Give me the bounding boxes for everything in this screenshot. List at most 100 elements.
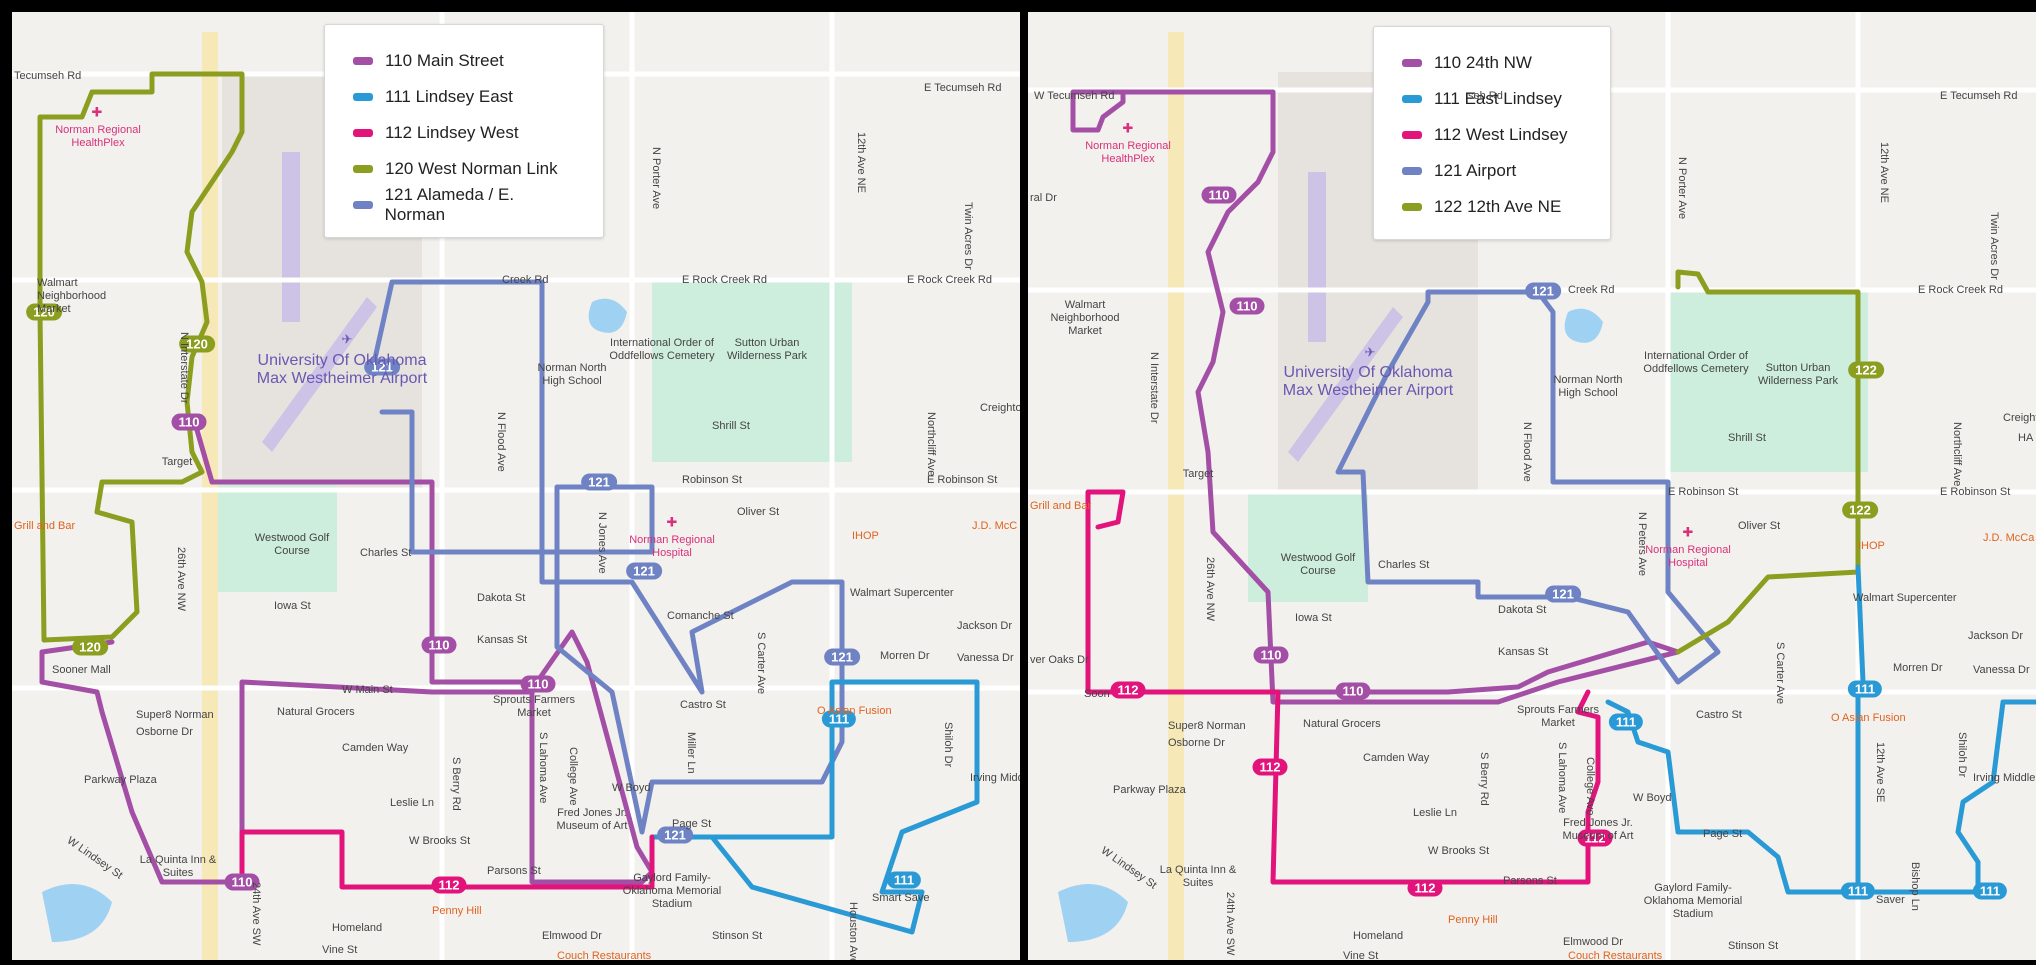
poi-label: Gaylord Family-Oklahoma Memorial Stadium (622, 872, 722, 910)
route-111-line[interactable] (1605, 564, 2036, 895)
poi-label: Norman Regional Hospital (1645, 544, 1731, 569)
route-badge[interactable]: 120 (26, 303, 62, 321)
route-badge[interactable]: 111 (1972, 882, 2008, 900)
airport-icon: ✈ (341, 331, 353, 347)
street-label: S Carter Ave (755, 632, 767, 695)
route-110-line[interactable] (1070, 89, 1681, 705)
route-badge[interactable]: 110 (421, 636, 457, 654)
route-110-line[interactable] (39, 427, 655, 885)
poi-label: Grill and Bar (14, 520, 76, 532)
route-badge[interactable]: 121 (657, 826, 693, 844)
route-badge[interactable]: 121 (626, 562, 662, 580)
street-label: N Flood Ave (495, 412, 507, 472)
route-badge[interactable]: 110 (1201, 186, 1237, 204)
legend-item: 122 12th Ave NE (1402, 189, 1582, 225)
legend-label: 121 Airport (1434, 161, 1517, 180)
street-label: Leslie Ln (390, 797, 435, 809)
street-label: Kansas St (1498, 646, 1549, 658)
route-badge[interactable]: 110 (171, 413, 207, 431)
hospital-icon: ✚ (666, 514, 678, 530)
route-badge[interactable]: 121 (364, 358, 400, 376)
route-badge[interactable]: 111 (821, 710, 857, 728)
street-label: 26th Ave NW (1204, 557, 1216, 621)
route-badge[interactable]: 121 (1545, 585, 1581, 603)
airport-icon: ✈ (1364, 344, 1376, 360)
route-badge[interactable]: 110 (1253, 646, 1289, 664)
map-panel-right[interactable]: 110 24th NW 111 East Lindsey 112 West Li… (1028, 12, 2036, 960)
route-badge[interactable]: 111 (1608, 713, 1644, 731)
poi-label: Norman Regional Hospital (629, 534, 715, 559)
route-badge[interactable]: 120 (72, 638, 108, 656)
route-badge[interactable]: 111 (1840, 882, 1876, 900)
route-120-line[interactable] (37, 71, 245, 643)
street-label: 24th Ave SW (1224, 892, 1236, 956)
legend-item: 121 Airport (1402, 153, 1582, 189)
map-panel-left[interactable]: 110 Main Street 111 Lindsey East 112 Lin… (12, 12, 1020, 960)
legend-swatch (353, 201, 373, 209)
route-badge[interactable]: 112 (1407, 879, 1443, 897)
route-112-line[interactable] (239, 829, 655, 890)
street-label: Tecumseh Rd (14, 70, 82, 82)
route-111-line[interactable] (649, 679, 980, 935)
legend-swatch (353, 93, 373, 101)
route-121-line[interactable] (369, 279, 845, 835)
runway (1288, 307, 1403, 462)
street-label: seh Rd (1468, 90, 1503, 102)
poi-label: La Quinta Inn & Suites (1159, 864, 1237, 889)
route-112-line[interactable] (1085, 489, 1601, 885)
route-badge[interactable]: 110 (1335, 682, 1371, 700)
street-label: Vanessa Dr (957, 652, 1014, 664)
legend-item: 112 West Lindsey (1402, 117, 1582, 153)
street-label: Creek Rd (1568, 284, 1615, 296)
poi-label: IHOP (852, 530, 879, 542)
route-badge[interactable]: 110 (224, 873, 260, 891)
street-label: Jackson Dr (957, 620, 1013, 632)
route-badge[interactable]: 122 (1842, 501, 1878, 519)
route-badge[interactable]: 112 (1252, 758, 1288, 776)
street-label: Creek Rd (502, 274, 549, 286)
route-badge[interactable]: 110 (1229, 297, 1265, 315)
poi-label: Grill and Bar (1030, 500, 1092, 512)
route-badge[interactable]: 121 (824, 648, 860, 666)
route-badge[interactable]: 112 (1577, 829, 1613, 847)
poi-label: Norman Regional HealthPlex (55, 124, 141, 149)
route-badge[interactable]: 110 (520, 675, 556, 693)
map-legend-left: 110 Main Street 111 Lindsey East 112 Lin… (324, 24, 604, 238)
street-label: Parsons St (487, 865, 541, 877)
legend-swatch (1402, 167, 1422, 175)
street-label: Bishop Ln (1909, 862, 1921, 911)
poi-label: Irving Middle (1973, 772, 2036, 784)
route-badge[interactable]: 122 (1848, 361, 1884, 379)
poi-label: Natural Grocers (277, 706, 355, 718)
route-121-line[interactable] (1335, 289, 1721, 685)
route-badge[interactable]: 120 (179, 335, 215, 353)
route-badge[interactable]: 112 (431, 876, 467, 894)
street-label: Houston Ave (847, 902, 859, 960)
street-label: Shiloh Dr (1956, 732, 1968, 778)
route-badge[interactable]: 121 (581, 473, 617, 491)
poi-label: Norman North High School (1553, 374, 1623, 399)
street-label: Elmwood Dr (1563, 936, 1623, 948)
street-label: Dakota St (1498, 604, 1547, 616)
street-label: College Ave (567, 747, 579, 806)
street-label: Northcliff Ave (1951, 422, 1963, 487)
route-badge[interactable]: 121 (1525, 282, 1561, 300)
legend-item: 112 Lindsey West (353, 115, 575, 151)
street-label: ver Oaks Dr (1030, 654, 1089, 666)
route-122-line[interactable] (1675, 269, 1861, 655)
poi-label: Fred Jones Jr. Museum of Art (1562, 817, 1634, 842)
legend-label: 120 West Norman Link (385, 159, 558, 178)
route-badge[interactable]: 111 (1847, 680, 1883, 698)
street-label: Robinson St (682, 474, 742, 486)
street-label: 12th Ave NE (1878, 142, 1890, 203)
street-label: N Porter Ave (650, 147, 662, 210)
route-badge[interactable]: 111 (886, 871, 922, 889)
street-label: 12th Ave SE (1874, 742, 1886, 803)
street-label: E Robinson St (1668, 486, 1739, 498)
street-label: Vanessa Dr (1973, 664, 2030, 676)
poi-label: Gaylord Family-Oklahoma Memorial Stadium (1643, 882, 1743, 920)
poi-label: Homeland (1353, 930, 1404, 942)
poi-label: Irving Middl (970, 772, 1020, 784)
street-label: Oliver St (737, 506, 780, 518)
route-badge[interactable]: 112 (1110, 681, 1146, 699)
